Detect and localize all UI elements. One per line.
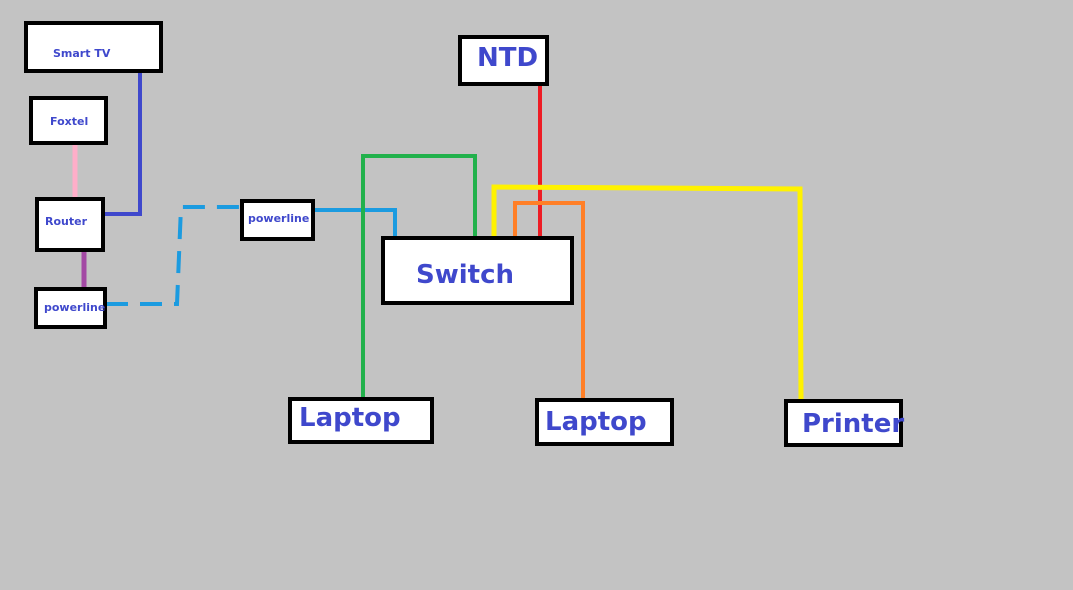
powerline-right-label: powerline [248, 212, 310, 225]
switch-printer-link [491, 184, 804, 401]
smart-tv-router-link [104, 70, 142, 216]
router-label: Router [45, 215, 88, 228]
router-box: Router [35, 197, 105, 252]
switch-laptop-right-link [513, 201, 585, 400]
laptop-left-box: Laptop [288, 397, 434, 444]
foxtel-box: Foxtel [29, 96, 108, 145]
powerline-right-box: powerline [240, 199, 315, 241]
smart-tv-label: Smart TV [53, 47, 111, 60]
powerline-switch-link [313, 208, 397, 238]
smart-tv-box: Smart TV [24, 21, 163, 73]
ntd-label: NTD [477, 43, 539, 73]
switch-box: Switch [381, 236, 574, 305]
powerline-left-box: powerline [34, 287, 107, 329]
laptop-right-label: Laptop [545, 407, 647, 437]
powerline-left-label: powerline [44, 301, 106, 314]
printer-box: Printer [784, 399, 905, 447]
laptop-left-label: Laptop [299, 403, 401, 433]
switch-laptop-left-link [361, 154, 477, 398]
powerline-dashed-link [106, 205, 240, 306]
ntd-box: NTD [458, 35, 549, 86]
laptop-right-box: Laptop [535, 398, 674, 446]
switch-label: Switch [416, 260, 515, 290]
foxtel-label: Foxtel [50, 115, 89, 128]
printer-label: Printer [802, 409, 905, 439]
